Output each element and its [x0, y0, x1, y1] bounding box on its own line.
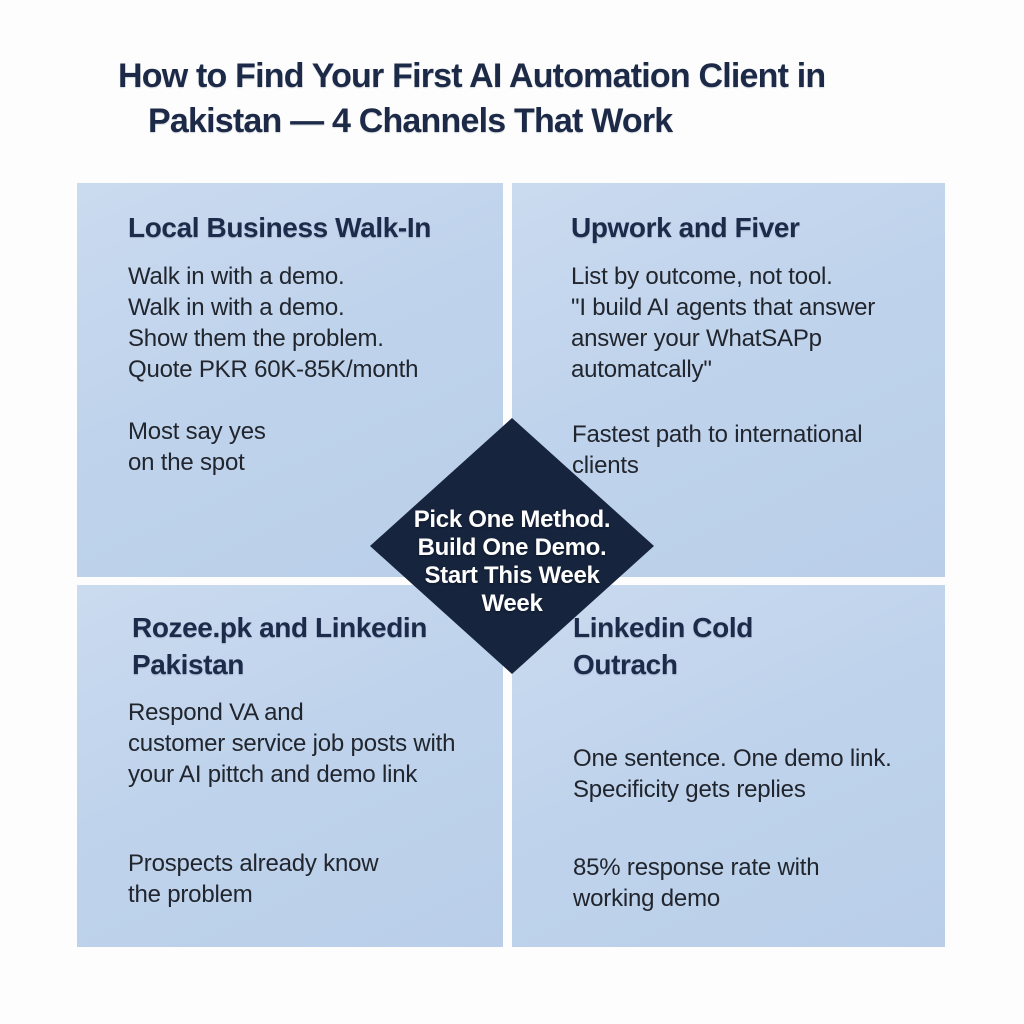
body-line: Respond VA and [128, 699, 304, 726]
body-line: Specificity gets replies [573, 776, 806, 803]
body-line: automatcally" [571, 356, 712, 383]
diamond-cta-text: Pick One Method. Build One Demo. Start T… [362, 506, 662, 618]
body-line: Show them the problem. [128, 325, 384, 352]
page-title-line-1: How to Find Your First AI Automation Cli… [118, 57, 826, 95]
quadrant-benefit: Fastest path to international clients [572, 419, 863, 481]
heading-line: Local Business Walk-In [128, 212, 431, 243]
benefit-line: Fastest path to international [572, 421, 863, 448]
benefit-line: the problem [128, 881, 253, 908]
body-line: Walk in with a demo. [128, 294, 345, 321]
diamond-line: Week [481, 590, 543, 617]
body-line: Walk in with a demo. [128, 263, 345, 290]
body-line: your AI pittch and demo link [128, 761, 418, 788]
quadrant-heading: Upwork and Fiver [571, 209, 800, 246]
diamond-line: Start This Week [424, 562, 600, 589]
body-line: Quote PKR 60K-85K/month [128, 356, 419, 383]
quadrant-heading: Local Business Walk-In [128, 209, 431, 246]
quadrant-heading: Rozee.pk and Linkedin Pakistan [132, 609, 427, 683]
heading-line: Outrach [573, 649, 678, 680]
quadrant-upwork-and-fiver: Upwork and Fiver List by outcome, not to… [512, 183, 945, 577]
body-line: One sentence. One demo link. [573, 745, 892, 772]
page-title-line-2: Pakistan — 4 Channels That Work [148, 102, 673, 140]
diamond-line: Build One Demo. [417, 534, 607, 561]
body-line: List by outcome, not tool. [571, 263, 833, 290]
benefit-line: 85% response rate with [573, 854, 820, 881]
quadrant-body: Respond VA and customer service job post… [128, 697, 455, 790]
quadrant-heading: Linkedin Cold Outrach [573, 609, 753, 683]
quadrant-body: List by outcome, not tool. "I build AI a… [571, 261, 875, 385]
heading-line: Pakistan [132, 649, 244, 680]
benefit-line: clients [572, 452, 639, 479]
quadrant-linkedin-cold-outreach: Linkedin Cold Outrach One sentence. One … [512, 585, 945, 947]
benefit-line: Most say yes [128, 418, 266, 445]
benefit-line: on the spot [128, 449, 245, 476]
quadrant-benefit: Prospects already know the problem [128, 848, 379, 910]
quadrant-benefit: Most say yes on the spot [128, 416, 266, 478]
quadrant-local-business-walk-in: Local Business Walk-In Walk in with a de… [77, 183, 503, 577]
body-line: answer your WhatSAPp [571, 325, 822, 352]
quadrant-rozee-pk-linkedin-pakistan: Rozee.pk and Linkedin Pakistan Respond V… [77, 585, 503, 947]
benefit-line: working demo [573, 885, 721, 912]
diamond-line: Pick One Method. [413, 506, 611, 533]
body-line: customer service job posts with [128, 730, 456, 757]
benefit-line: Prospects already know [128, 850, 379, 877]
quadrant-body: Walk in with a demo. Walk in with a demo… [128, 261, 418, 385]
body-line: "I build AI agents that answer [571, 294, 876, 321]
heading-line: Upwork and Fiver [571, 212, 800, 243]
quadrant-benefit: 85% response rate with working demo [573, 852, 820, 914]
quadrant-body: One sentence. One demo link. Specificity… [573, 743, 892, 805]
